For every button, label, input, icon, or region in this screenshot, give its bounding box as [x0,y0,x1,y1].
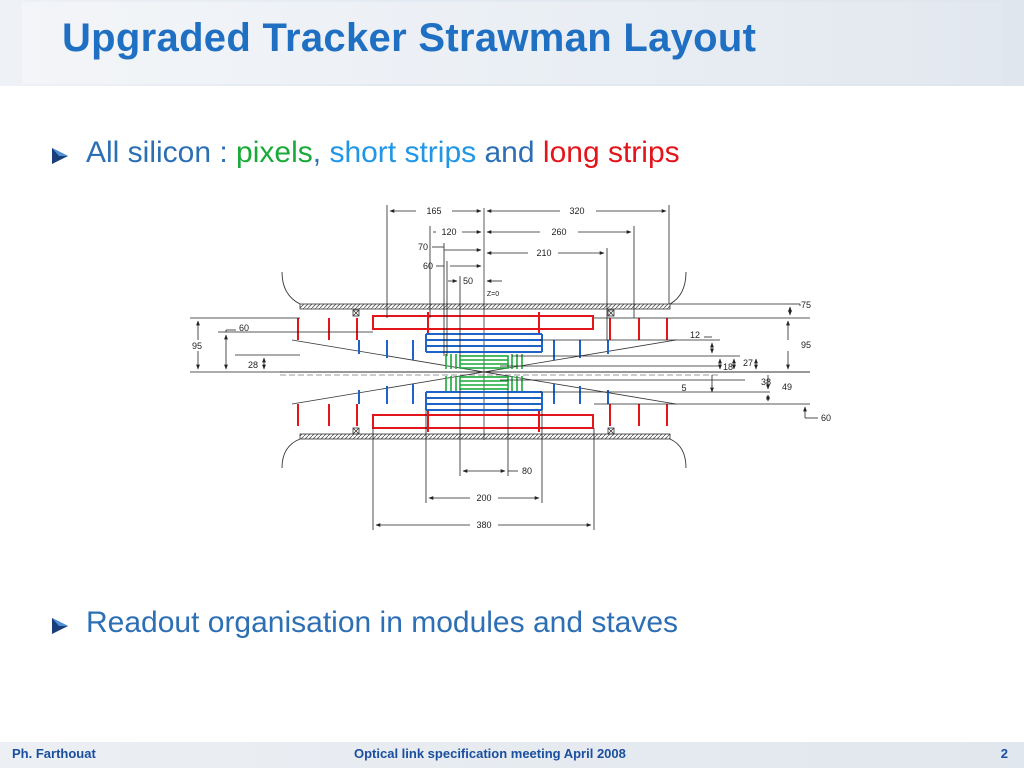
bullet-arrow-icon [52,618,68,634]
dim-260: 260 [551,227,566,237]
dim-380: 380 [476,520,491,530]
dim-18: 18 [723,362,733,372]
footer-page-number: 2 [1000,746,1008,761]
support-tube-top [299,303,671,310]
title-inner-band [22,2,1002,84]
support-flanges [352,309,615,435]
dim-60-right: 60 [821,413,831,423]
dim-27: 27 [743,358,753,368]
dim-120: 120 [441,227,456,237]
bullet-readout: Readout organisation in modules and stav… [86,606,679,639]
and-label: and [484,136,535,169]
long-strips-label: long strips [542,136,680,169]
dim-12: 12 [690,330,700,340]
dim-210: 210 [536,248,551,258]
dim-5: 5 [681,383,686,393]
footer-band [0,742,1024,768]
short-strips-label: short strips [329,136,477,169]
top-dimension-labels: 165 320 120 260 70 210 60 50 Z=0 [418,206,585,298]
dim-28: 28 [248,360,258,370]
right-dimension-labels: 75 12 95 18 27 38 49 5 60 [681,300,831,423]
dim-38: 38 [761,377,771,387]
left-dimensions [190,317,373,373]
slide-title: Upgraded Tracker Strawman Layout [62,16,757,60]
left-dimension-labels: 60 95 28 [192,323,258,370]
support-tube-bottom [299,433,671,440]
dim-80: 80 [522,466,532,476]
bottom-dimensions [372,389,595,530]
tracker-layout-diagram: 165 320 120 260 70 210 60 50 Z=0 60 95 2… [190,205,831,530]
bottom-dimension-labels: 80 200 380 [476,466,532,530]
dim-49: 49 [782,382,792,392]
dim-320: 320 [569,206,584,216]
dim-50: 50 [463,276,473,286]
dim-165: 165 [426,206,441,216]
short-strip-barrels [358,333,609,411]
pixel-detector [445,354,523,391]
footer-meeting: Optical link specification meeting April… [354,746,626,761]
dim-60-top: 60 [423,261,433,271]
dim-75: 75 [801,300,811,310]
dim-200: 200 [476,493,491,503]
z0-label: Z=0 [487,291,499,298]
bullet-arrow-icon [52,148,68,164]
bullet-prefix: All silicon : [86,136,237,169]
dim-70: 70 [418,242,428,252]
tube-end-curve [281,271,687,469]
dim-95-right: 95 [801,340,811,350]
top-dimensions [386,205,670,356]
bullet-all-silicon: All silicon : pixels, short strips and l… [86,136,680,170]
right-dimensions [500,303,818,419]
pixels-label: pixels [236,136,313,169]
dim-60-left: 60 [239,323,249,333]
comma: , [312,136,322,169]
long-strip-barrels [297,312,668,432]
footer-author: Ph. Farthouat [12,746,96,761]
dim-95-left: 95 [192,341,202,351]
